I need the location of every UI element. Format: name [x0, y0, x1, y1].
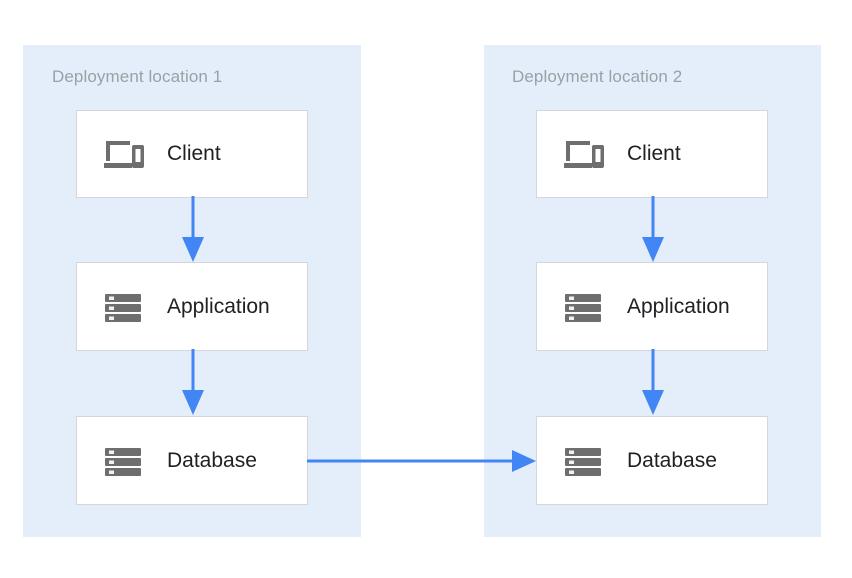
- node-application-2[interactable]: Application: [536, 262, 768, 351]
- server-icon: [105, 447, 141, 476]
- server-icon: [565, 447, 601, 476]
- node-label-database-2: Database: [627, 448, 717, 472]
- node-label-application-2: Application: [627, 294, 730, 318]
- node-label-client-2: Client: [627, 142, 681, 165]
- node-label-client-1: Client: [167, 142, 221, 165]
- server-icon: [105, 293, 141, 322]
- node-label-database-1: Database: [167, 448, 257, 472]
- node-client-1[interactable]: Client: [76, 110, 308, 198]
- node-application-1[interactable]: Application: [76, 262, 308, 351]
- zone-label-1: Deployment location 1: [52, 67, 223, 86]
- devices-icon: [104, 141, 144, 168]
- zone-label-2: Deployment location 2: [512, 67, 683, 86]
- devices-icon: [564, 141, 604, 168]
- node-database-1[interactable]: Database: [76, 416, 308, 505]
- node-client-2[interactable]: Client: [536, 110, 768, 198]
- node-database-2[interactable]: Database: [536, 416, 768, 505]
- server-icon: [565, 293, 601, 322]
- node-label-application-1: Application: [167, 294, 270, 318]
